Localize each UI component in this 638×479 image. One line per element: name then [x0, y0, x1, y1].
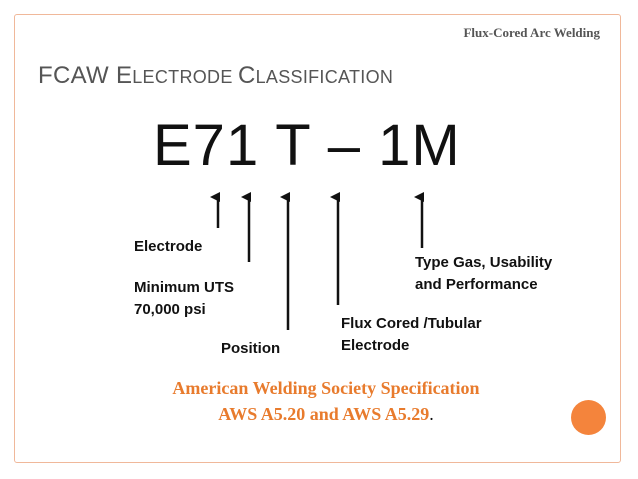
slide-frame	[14, 14, 621, 463]
slide-title: FCAW ELECTRODE CLASSIFICATION	[38, 62, 393, 90]
label-min-uts-line2: 70,000 psi	[134, 301, 206, 318]
aws-spec-line2: AWS A5.20 and AWS A5.29	[218, 404, 430, 424]
label-type-gas-line2: and Performance	[415, 276, 538, 293]
title-initial-e: E	[115, 62, 133, 89]
title-initial-c: C	[237, 62, 256, 89]
label-min-uts: Minimum UTS 70,000 psi	[134, 277, 234, 321]
label-type-gas-line1: Type Gas, Usability	[415, 254, 553, 271]
title-rest-lassification: LASSIFICATION	[255, 67, 394, 87]
label-flux-cored-line2: Electrode	[341, 337, 410, 354]
decorative-orange-circle	[571, 400, 606, 435]
label-position: Position	[221, 338, 280, 360]
slide-header: Flux-Cored Arc Welding	[463, 25, 600, 40]
label-flux-cored-line1: Flux Cored /Tubular	[341, 315, 482, 332]
aws-specification: American Welding Society Specification A…	[0, 375, 638, 427]
label-position-text: Position	[221, 340, 281, 357]
classification-code: E71 T – 1M	[153, 113, 461, 178]
label-flux-cored: Flux Cored /Tubular Electrode	[341, 313, 482, 357]
aws-spec-period: .	[429, 404, 434, 424]
title-prefix: FCAW	[38, 62, 116, 89]
label-electrode: Electrode	[134, 236, 202, 258]
aws-spec-line1: American Welding Society Specification	[172, 378, 480, 398]
label-type-gas: Type Gas, Usability and Performance	[415, 252, 552, 296]
aws-spec-line2-wrap: AWS A5.20 and AWS A5.29.	[0, 401, 638, 427]
title-rest-lectrode: LECTRODE	[132, 67, 238, 87]
label-electrode-text: Electrode	[134, 238, 203, 255]
label-min-uts-line1: Minimum UTS	[134, 279, 234, 296]
